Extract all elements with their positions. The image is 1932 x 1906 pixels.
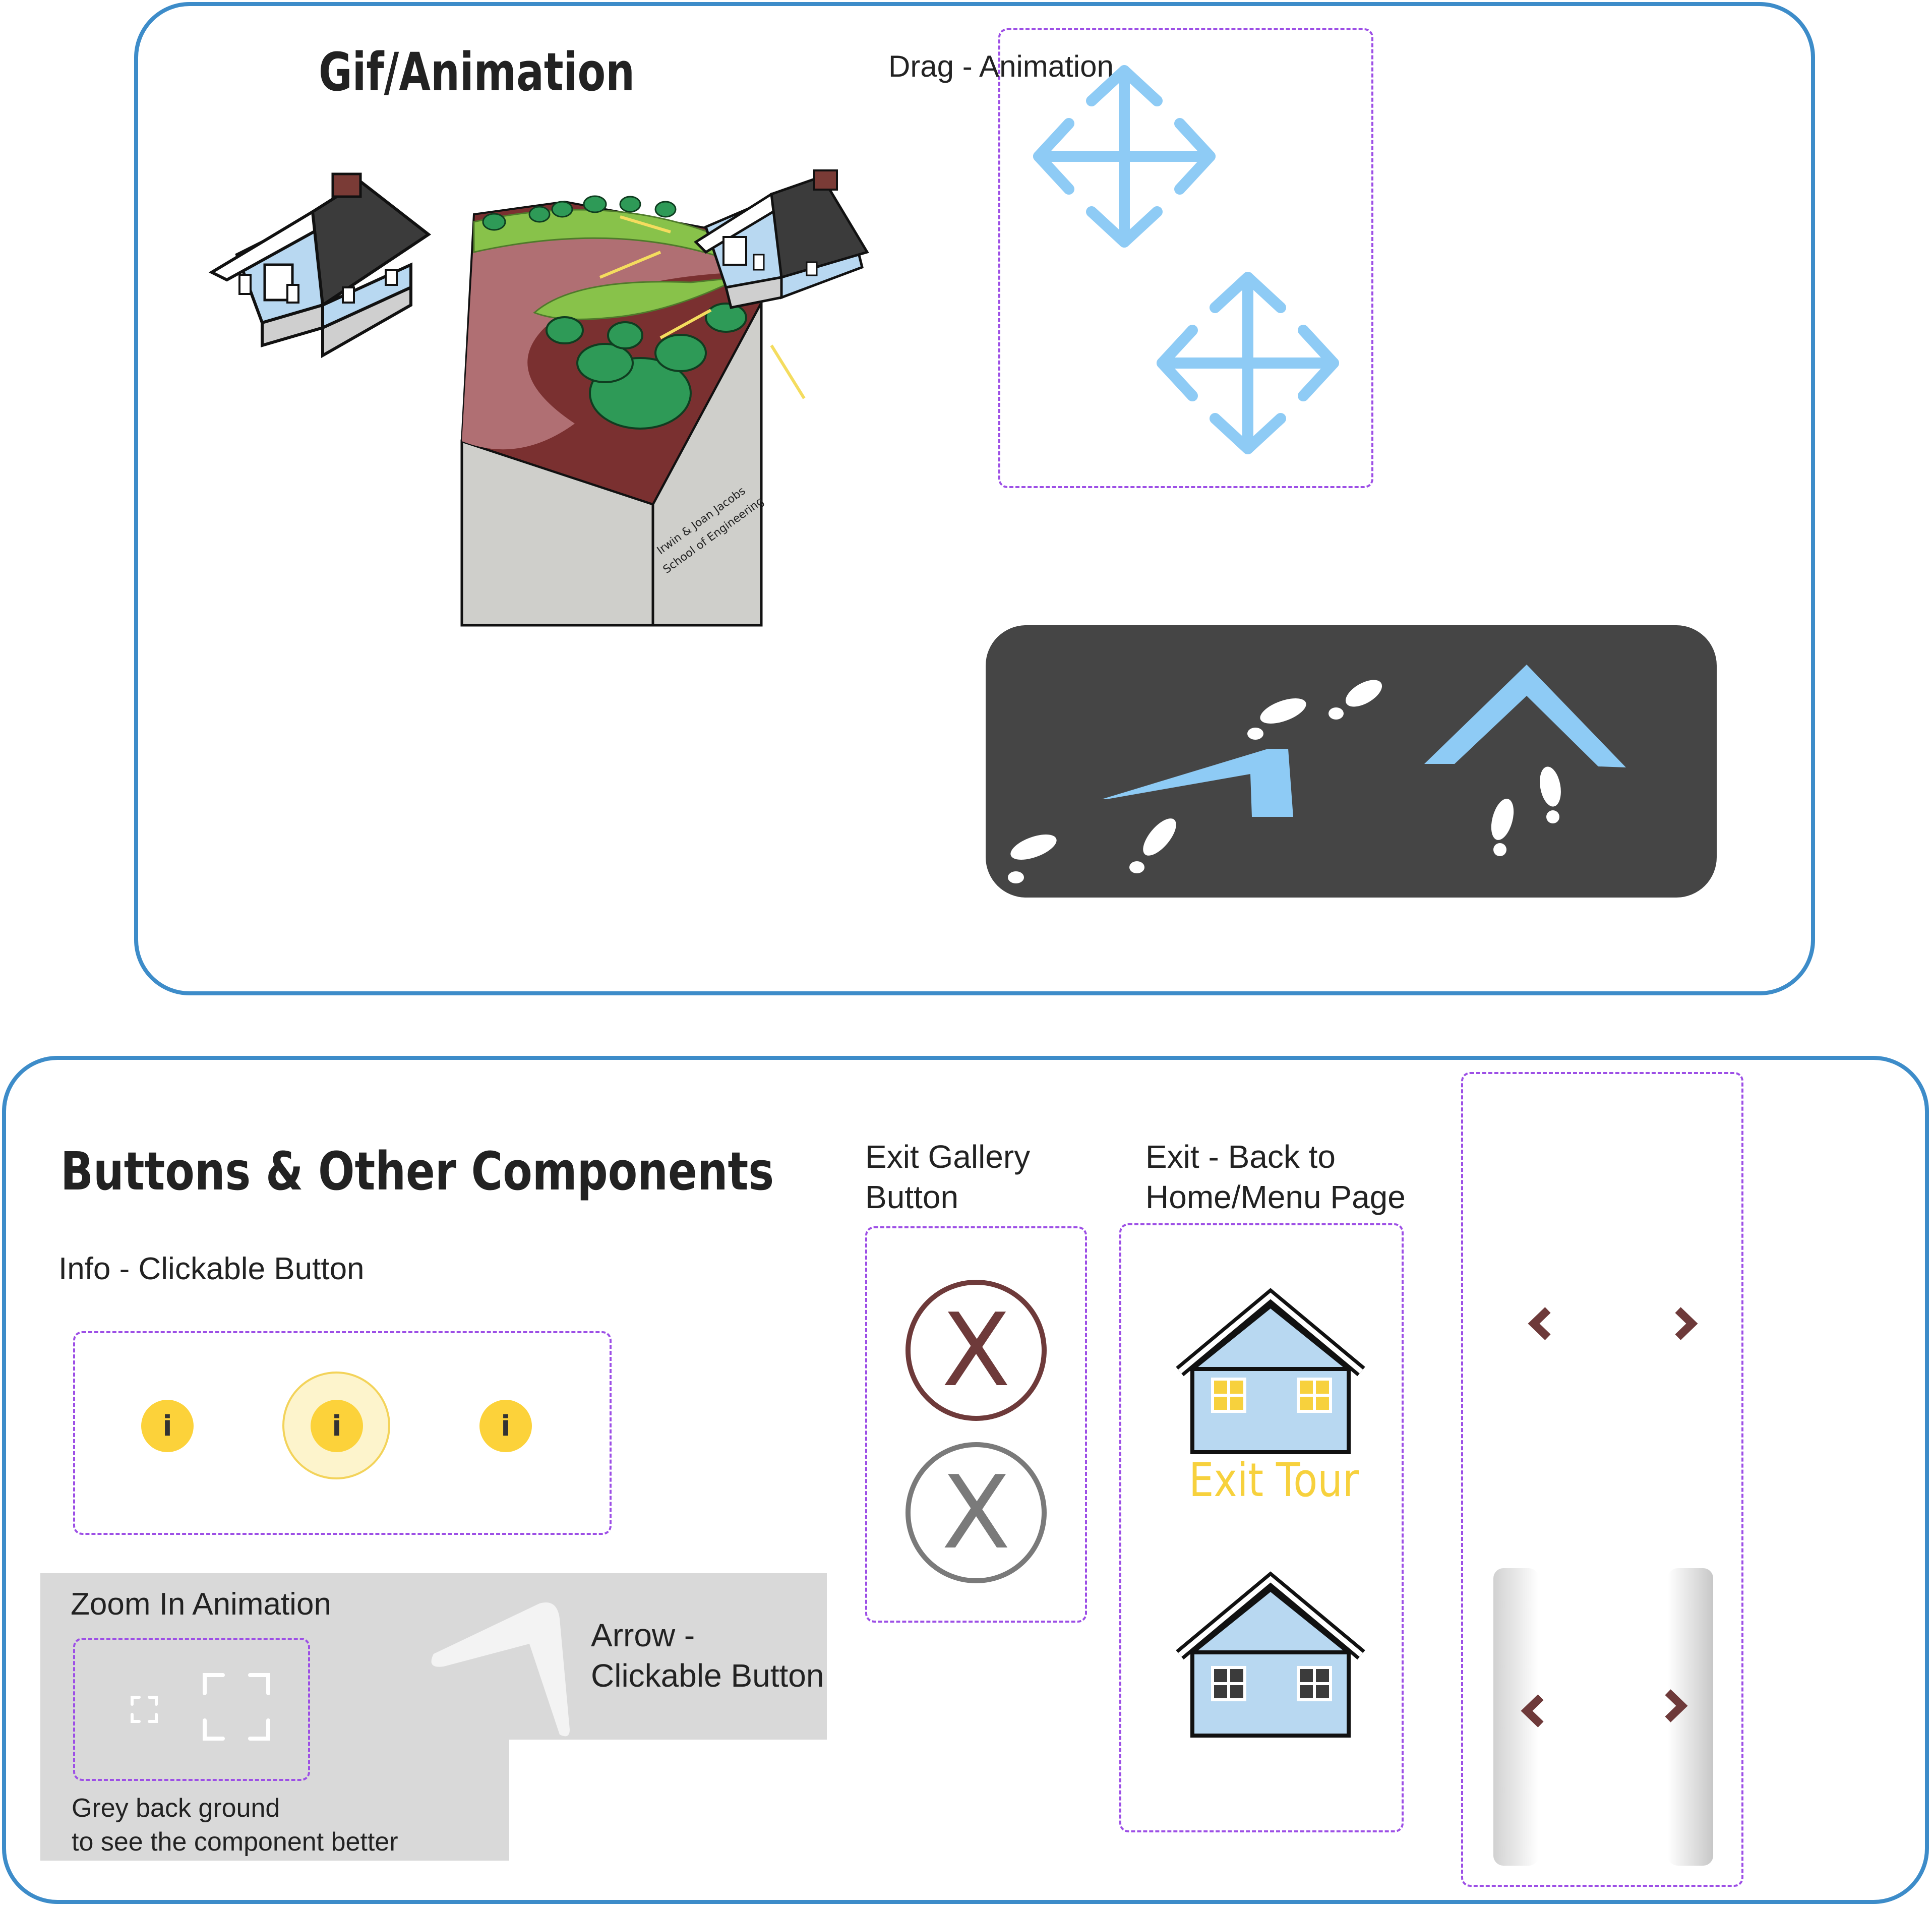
- chevron-navigation-frame: [1461, 1072, 1743, 1887]
- arrow-button-label-1: Arrow -: [591, 1617, 695, 1653]
- drag-animation-label: Drag - Animation: [888, 49, 1114, 83]
- zoom-frame-icon[interactable]: [130, 1695, 158, 1723]
- home-icon[interactable]: [1175, 1569, 1366, 1741]
- info-icon[interactable]: i: [311, 1400, 363, 1452]
- arrow-button-label-2: Clickable Button: [591, 1657, 824, 1694]
- zoom-in-frame: [73, 1638, 310, 1781]
- exit-home-label-2: Home/Menu Page: [1145, 1179, 1406, 1215]
- exit-gallery-label-2: Button: [865, 1179, 959, 1215]
- house-icon: [207, 171, 434, 359]
- chevron-right-icon[interactable]: [1663, 1688, 1688, 1723]
- gif-animation-title: Gif/Animation: [319, 41, 635, 103]
- exit-gallery-frame: [865, 1226, 1087, 1623]
- move-arrows-icon[interactable]: [1157, 272, 1339, 454]
- turn-arrow-icon: [1424, 665, 1626, 767]
- info-icon[interactable]: i: [141, 1400, 194, 1452]
- chevron-left-icon[interactable]: [1521, 1693, 1546, 1729]
- chevron-left-icon[interactable]: [1528, 1306, 1553, 1341]
- close-icon[interactable]: X: [905, 1280, 1047, 1421]
- exit-tour-text[interactable]: Exit Tour: [1189, 1453, 1359, 1507]
- exit-gallery-label-1: Exit Gallery: [865, 1139, 1031, 1175]
- grey-background-note-1: Grey back ground: [72, 1794, 280, 1823]
- footsteps-icon: [1008, 680, 1561, 883]
- grey-background-note-2: to see the component better: [72, 1827, 398, 1857]
- grey-background-zoom: [40, 1573, 509, 1861]
- drag-animation-frame: [998, 28, 1373, 488]
- campus-map-illustration: Irwin & Joan Jacobs School of Engineerin…: [459, 161, 872, 627]
- buttons-components-title: Buttons & Other Components: [61, 1141, 774, 1202]
- zoom-in-label: Zoom In Animation: [71, 1587, 331, 1622]
- chevron-right-icon[interactable]: [1673, 1306, 1698, 1341]
- home-icon[interactable]: [1175, 1286, 1366, 1457]
- zoom-frame-icon[interactable]: [203, 1673, 270, 1741]
- move-arrows-icon[interactable]: [1033, 65, 1216, 248]
- info-icon[interactable]: i: [479, 1400, 532, 1452]
- close-icon[interactable]: X: [905, 1442, 1047, 1583]
- info-button-frame: [73, 1331, 612, 1535]
- turn-arrow-icon: [1102, 749, 1293, 817]
- turn-arrow-icon[interactable]: [424, 1593, 590, 1740]
- info-button-label: Info - Clickable Button: [58, 1252, 365, 1286]
- navigation-animation-card: [986, 625, 1717, 898]
- exit-home-label-1: Exit - Back to: [1145, 1139, 1336, 1175]
- exit-home-frame: [1119, 1223, 1404, 1832]
